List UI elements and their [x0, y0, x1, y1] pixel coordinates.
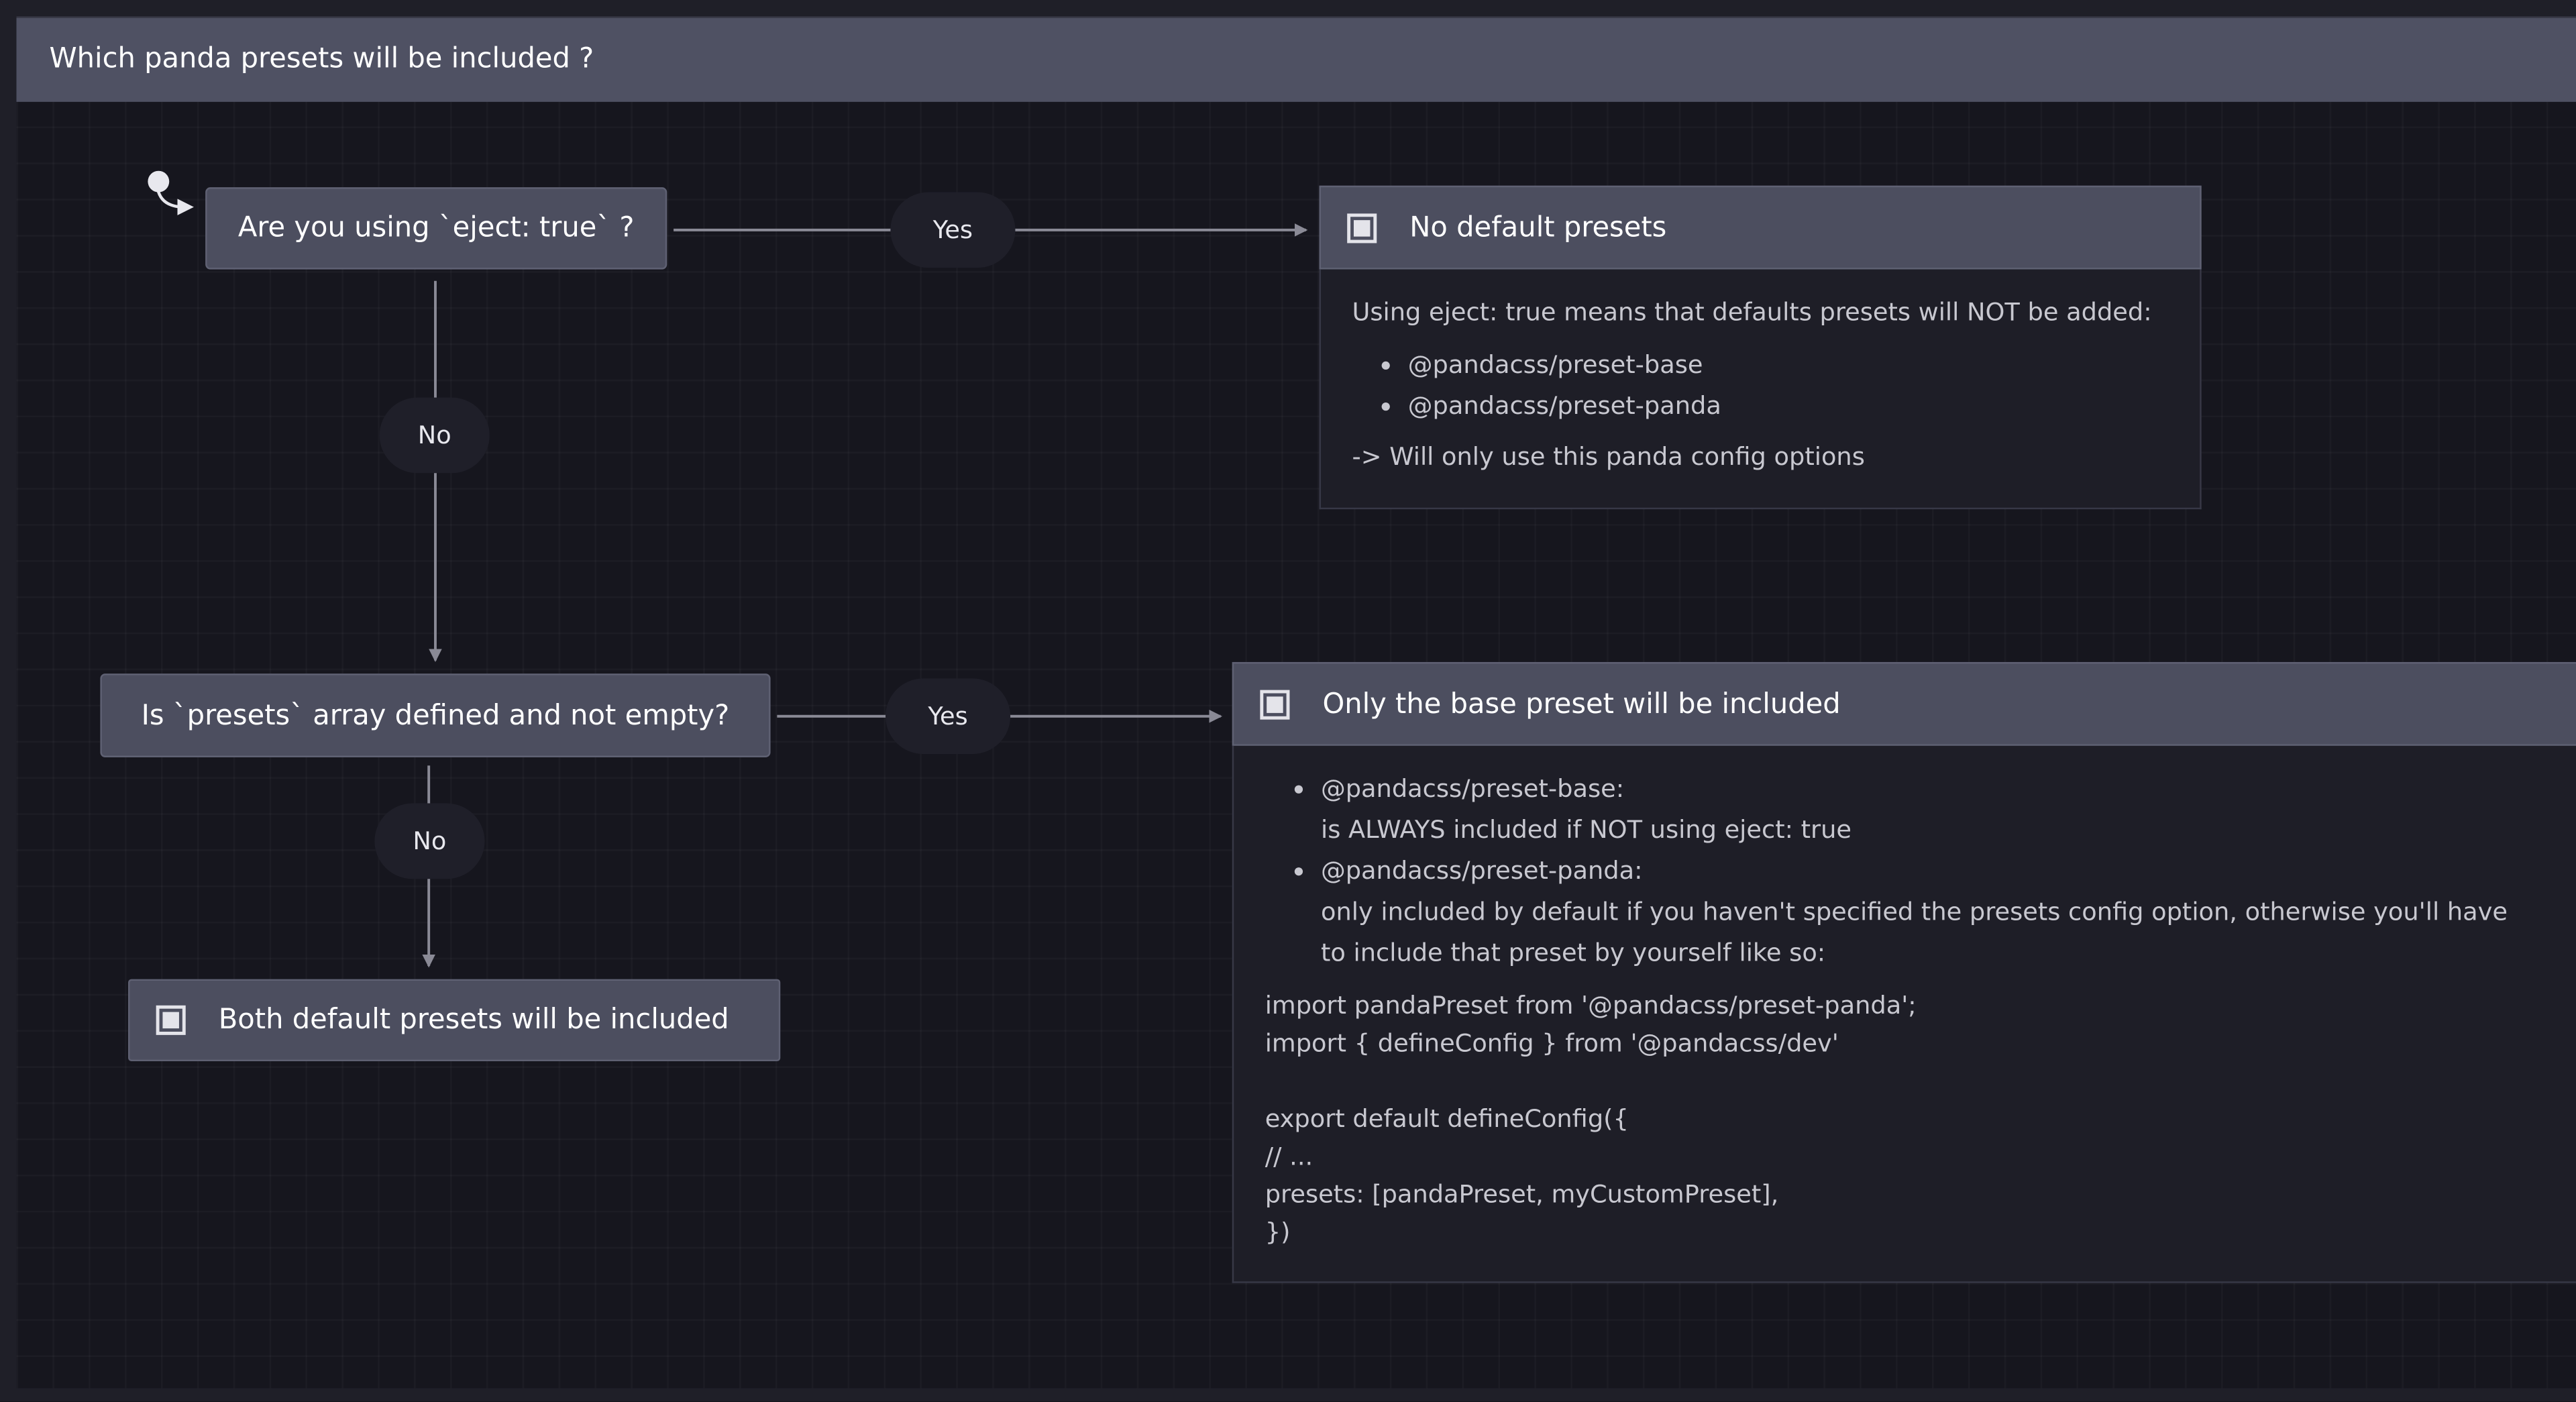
preset-name: @pandacss/preset-panda:	[1320, 855, 1643, 886]
transition-label-eject-no[interactable]: No	[379, 397, 490, 474]
state-eject-question[interactable]: Are you using `eject: true` ?	[205, 187, 667, 270]
state-label: Is `presets` array defined and not empty…	[141, 699, 730, 733]
list-item: @pandacss/preset-base: is ALWAYS include…	[1321, 769, 2576, 851]
code-line: presets: [pandaPreset, myCustomPreset],	[1265, 1179, 1779, 1209]
state-no-default-presets[interactable]: No default presets	[1319, 185, 2202, 270]
final-state-icon	[156, 1005, 186, 1035]
description-intro: Using eject: true means that defaults pr…	[1352, 297, 2152, 327]
transition-label-eject-yes[interactable]: Yes	[890, 192, 1016, 268]
preset-description: to include that preset by yourself like …	[1320, 938, 1826, 968]
state-both-default-presets[interactable]: Both default presets will be included	[128, 979, 781, 1062]
code-line: import { defineConfig } from '@pandacss/…	[1265, 1028, 1839, 1059]
state-only-base-preset[interactable]: Only the base preset will be included	[1232, 661, 2576, 746]
machine-title: Which panda presets will be included ?	[16, 17, 2576, 102]
state-description: Using eject: true means that defaults pr…	[1319, 269, 2202, 510]
code-line: })	[1265, 1217, 1291, 1247]
state-title: No default presets	[1409, 211, 1667, 244]
list-item: @pandacss/preset-panda	[1408, 386, 2200, 427]
code-line: import pandaPreset from '@pandacss/prese…	[1265, 990, 1917, 1020]
transition-label-presets-yes[interactable]: Yes	[885, 678, 1011, 755]
initial-state-icon	[148, 170, 170, 193]
state-machine: Which panda presets will be included ?	[16, 16, 2576, 1389]
state-description: @pandacss/preset-base: is ALWAYS include…	[1232, 745, 2576, 1283]
list-item: @pandacss/preset-panda: only included by…	[1321, 851, 2576, 975]
preset-description: only included by default if you haven't …	[1320, 897, 2508, 927]
code-line: // ...	[1265, 1142, 1313, 1172]
state-presets-question[interactable]: Is `presets` array defined and not empty…	[100, 673, 771, 757]
preset-description: is ALWAYS included if NOT using eject: t…	[1320, 814, 1852, 845]
final-state-icon	[1260, 689, 1290, 719]
code-line	[1265, 1063, 2576, 1101]
state-title: Only the base preset will be included	[1322, 687, 1841, 720]
description-outro: -> Will only use this panda config optio…	[1352, 441, 1865, 472]
final-state-icon	[1347, 213, 1377, 243]
transition-label-presets-no[interactable]: No	[374, 803, 485, 879]
code-line: export default defineConfig({	[1265, 1103, 1629, 1134]
state-label: Are you using `eject: true` ?	[237, 211, 635, 245]
code-snippet: import pandaPreset from '@pandacss/prese…	[1265, 987, 2576, 1252]
state-title: Both default presets will be included	[218, 1004, 729, 1037]
list-item: @pandacss/preset-base	[1408, 345, 2200, 386]
preset-name: @pandacss/preset-base:	[1320, 773, 1625, 804]
